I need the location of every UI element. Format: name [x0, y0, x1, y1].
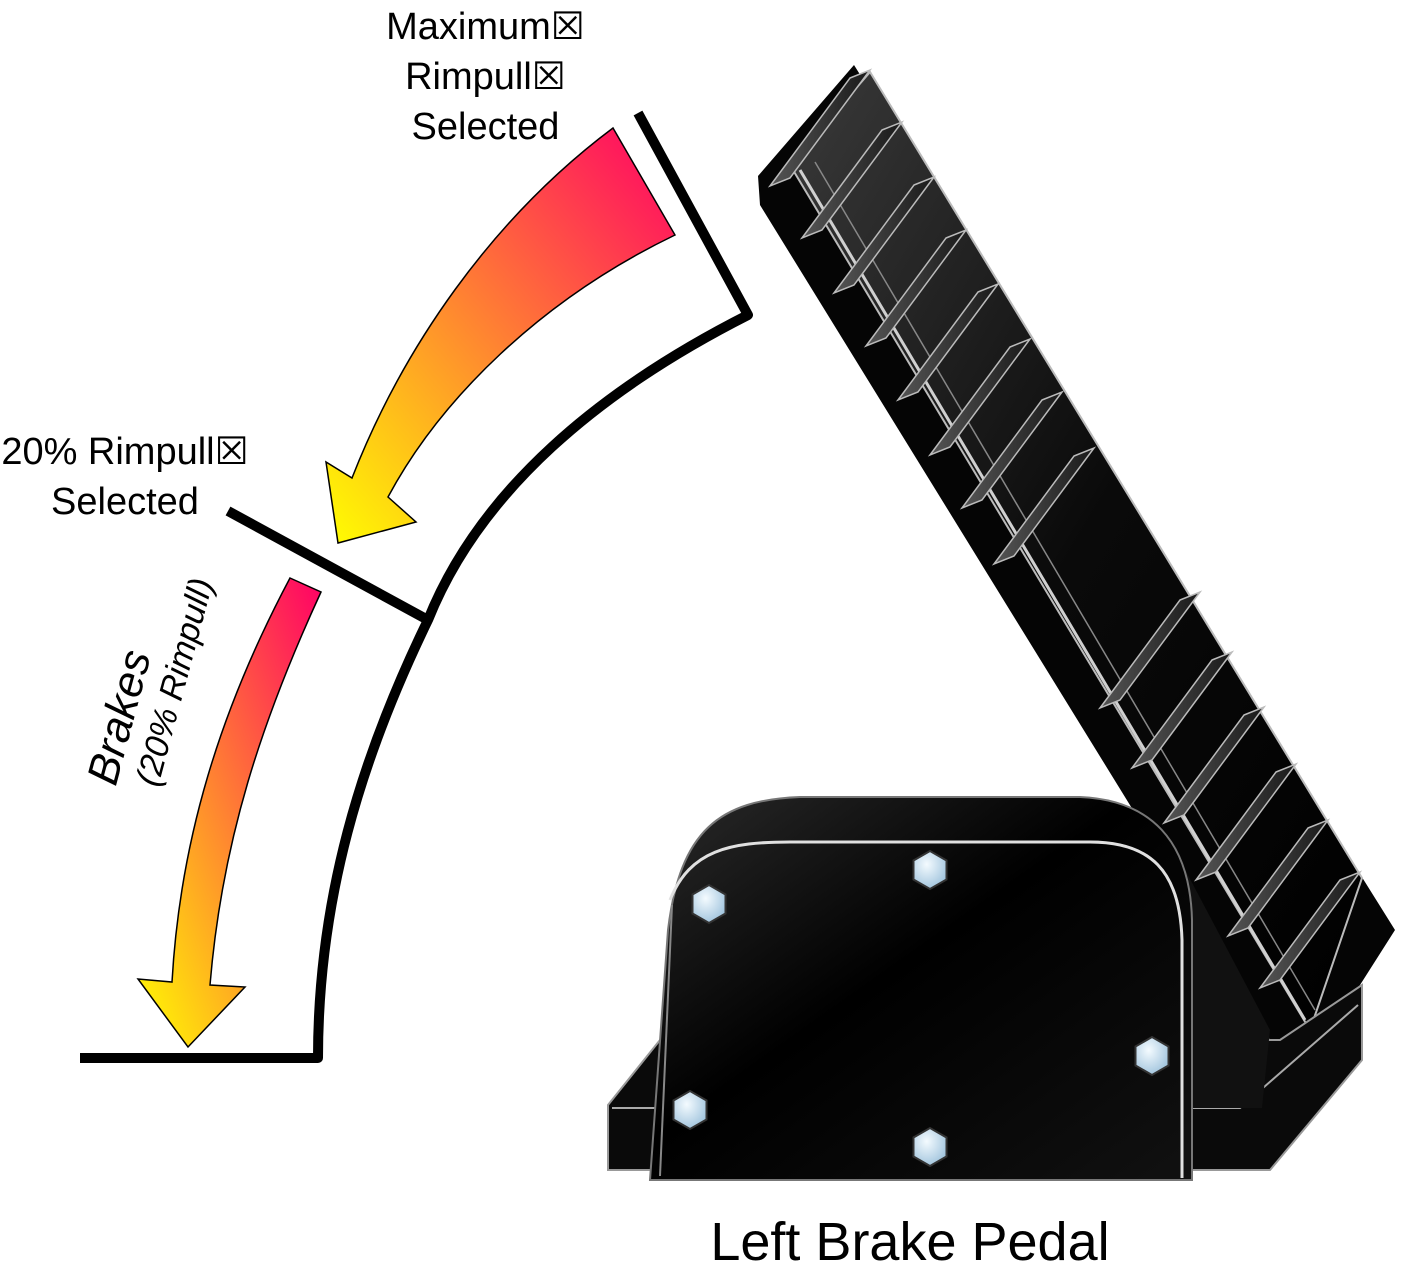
- pedal-rib: [1129, 650, 1235, 770]
- pedal-rib: [927, 337, 1033, 457]
- base-housing-rim: [668, 840, 1184, 1178]
- pedal-rib: [959, 390, 1065, 510]
- pedal-rib: [1225, 818, 1331, 938]
- twenty-rimpull-line-2: Selected: [51, 481, 199, 523]
- bolt-icon: [1134, 1035, 1170, 1077]
- pedal-rib: [1257, 870, 1363, 990]
- bolt-icon: [672, 1089, 708, 1131]
- pedal-rib: [863, 228, 969, 348]
- max-rimpull-label: Maximum☒ Rimpull☒ Selected: [378, 2, 593, 152]
- pedal-rib: [991, 446, 1097, 566]
- max-rimpull-line-3: Selected: [411, 106, 560, 148]
- pedal-ribs: [767, 68, 1363, 990]
- pedal-rib: [831, 175, 937, 295]
- max-rimpull-line-2: Rimpull☒: [405, 56, 566, 98]
- pedal-base: [607, 796, 1363, 1181]
- bolt-icon: [691, 883, 727, 925]
- pedal-rib: [895, 282, 1001, 402]
- twenty-rimpull-line-1: 20% Rimpull☒: [1, 431, 249, 473]
- rimpull-20-tick: [225, 506, 431, 625]
- bolt-icon: [912, 849, 948, 891]
- pedal-bolts: [672, 849, 1170, 1168]
- pedal-rib: [1193, 762, 1299, 882]
- diagram-title: Left Brake Pedal: [710, 1212, 1110, 1272]
- twenty-rimpull-label: 20% Rimpull☒ Selected: [0, 427, 250, 527]
- arrow-brakes: [136, 577, 322, 1049]
- travel-guide-outline: [80, 110, 753, 1063]
- max-rimpull-line-1: Maximum☒: [386, 6, 585, 48]
- bolt-icon: [912, 1126, 948, 1168]
- pedal-rib: [1161, 705, 1267, 825]
- base-housing-side: [1100, 820, 1270, 1108]
- pedal-rib: [767, 68, 873, 188]
- base-housing: [648, 796, 1193, 1181]
- pedal-rib: [1097, 590, 1203, 710]
- pedal-rib: [799, 120, 905, 240]
- pedal-plate-edge: [798, 169, 1307, 1021]
- arrow-max-to-20: [325, 126, 677, 544]
- base-housing-rim-2: [659, 904, 673, 1177]
